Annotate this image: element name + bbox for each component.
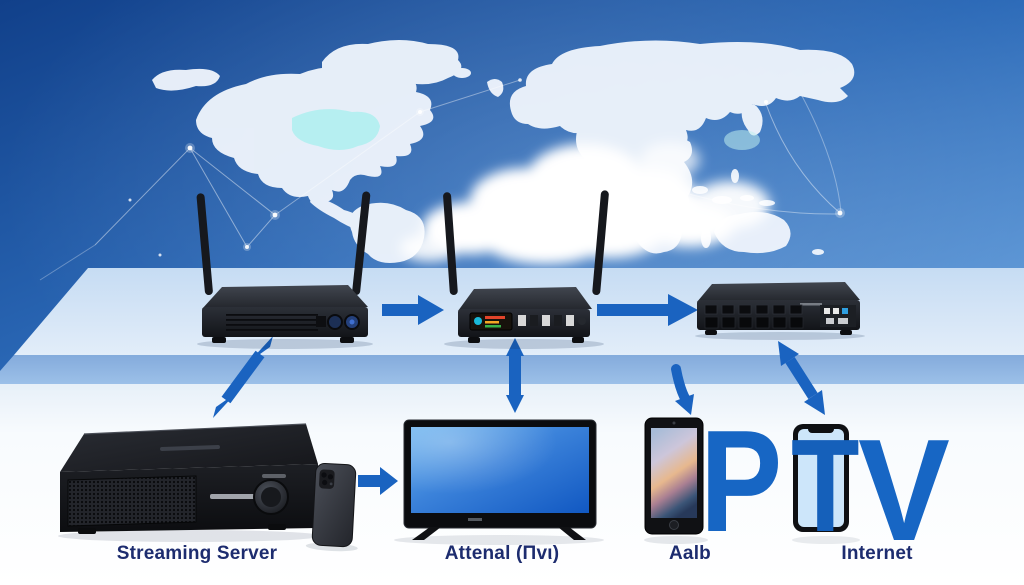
map-iceland [453, 68, 471, 78]
logo-smartphone [792, 424, 860, 544]
television [394, 419, 604, 545]
map-eurasia [509, 40, 855, 200]
map-island-5 [731, 169, 739, 183]
logo-phone-screen [798, 429, 844, 527]
wireless-router-1 [196, 191, 373, 349]
arrow-router1-to-router2 [382, 295, 444, 325]
switch-ports-row-bottom [704, 316, 804, 329]
arrow-phone-to-tv [358, 467, 398, 495]
server-front-text [210, 494, 256, 499]
arrow-router2-to-tv [506, 338, 524, 413]
switch-right-panel [820, 305, 856, 327]
streaming-server-device [58, 423, 322, 542]
map-uk [487, 79, 504, 97]
map-highlights [292, 109, 760, 150]
antenna [196, 193, 213, 296]
router1-vents [226, 314, 318, 331]
server-top-logo [160, 445, 220, 451]
router2-ports [518, 315, 586, 326]
connection-arrows [213, 294, 825, 495]
tablet-screen [651, 428, 697, 518]
smartphone [305, 463, 358, 552]
arrow-switch-to-logo-phone [778, 341, 825, 415]
arrow-router1-to-server [213, 336, 273, 418]
server-mesh-grille [67, 475, 197, 527]
map-new-zealand [812, 249, 824, 255]
logo-phone-notch [808, 424, 834, 433]
tv-leg [558, 527, 586, 540]
antenna [592, 190, 609, 296]
map-greenland [322, 40, 462, 86]
tv-leg [412, 527, 441, 540]
router1-port-led [327, 314, 343, 330]
network-nodes [128, 78, 845, 257]
phone-camera-module [319, 469, 335, 489]
map-west-island [152, 68, 220, 91]
arrow-router2-to-switch [597, 294, 698, 326]
antenna [352, 191, 371, 296]
tablet-home-button [669, 520, 679, 530]
switch-ports-row-top [704, 304, 803, 315]
switch-label-strip [800, 303, 822, 306]
tv-brand-mark [468, 518, 482, 521]
map-japan [741, 104, 763, 136]
tablet [644, 417, 708, 544]
antenna [443, 192, 458, 296]
clouds [400, 142, 770, 264]
arrow-switch-to-tablet [671, 364, 694, 415]
router2-display [469, 312, 513, 331]
wireless-router-2 [443, 190, 609, 349]
network-switch [695, 282, 865, 340]
